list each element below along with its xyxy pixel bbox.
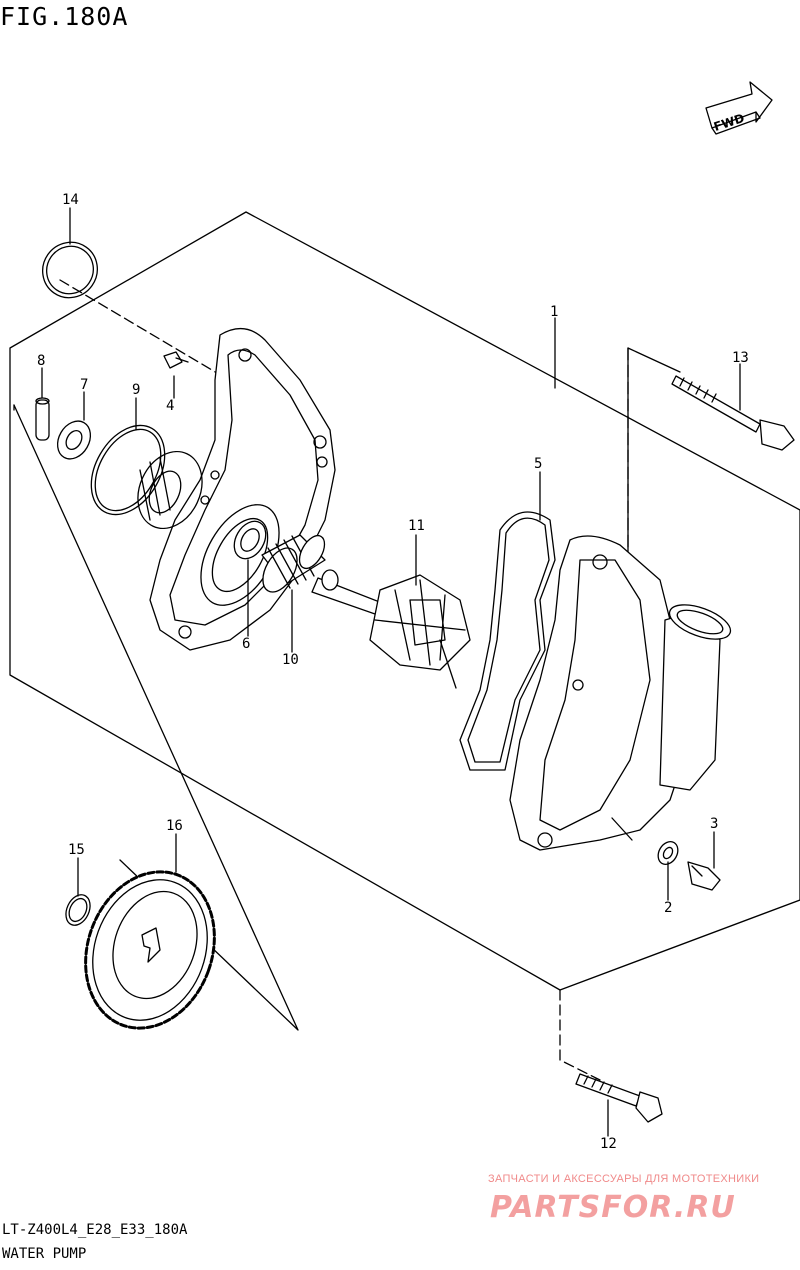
- diagram-caption: WATER PUMP: [2, 1246, 87, 1262]
- callout-4: 4: [166, 398, 174, 414]
- callout-14: 14: [62, 192, 79, 208]
- callout-7: 7: [80, 377, 88, 393]
- impeller-11: [369, 574, 471, 689]
- callout-16: 16: [166, 818, 183, 834]
- callout-15: 15: [68, 842, 85, 858]
- callout-8: 8: [37, 353, 45, 369]
- gasket-5: [459, 511, 556, 771]
- bolt-4: [163, 351, 189, 369]
- callout-11: 11: [408, 518, 425, 534]
- circlip-15: [65, 894, 91, 926]
- gear-16: [84, 870, 216, 1030]
- watermark-tagline: ЗАПЧАСТИ И АКСЕССУАРЫ ДЛЯ МОТОТЕХНИКИ: [488, 1173, 760, 1185]
- bolt-12: [575, 1073, 663, 1123]
- figure-title: FIG.180A: [0, 2, 129, 31]
- o-ring-14: [42, 241, 98, 299]
- callout-13: 13: [732, 350, 749, 366]
- seal-6: [233, 520, 267, 560]
- callout-6: 6: [242, 636, 250, 652]
- washer-7: [56, 420, 92, 460]
- dowel-pin-8: [35, 397, 50, 441]
- callout-9: 9: [132, 382, 140, 398]
- callout-10: 10: [282, 652, 299, 668]
- bolt-13: [671, 375, 795, 451]
- callout-1: 1: [550, 304, 558, 320]
- callout-12: 12: [600, 1136, 617, 1152]
- o-ring-9: [90, 424, 166, 516]
- watermark-logo: PARTSFOR.RU: [490, 1190, 736, 1225]
- fwd-arrow-badge: [705, 81, 773, 135]
- pump-case-1: [509, 535, 732, 851]
- model-code: LT-Z400L4_E28_E33_180A: [2, 1222, 188, 1238]
- mechanical-seal-10: [261, 534, 326, 593]
- callout-3: 3: [710, 816, 718, 832]
- washer-2: [657, 841, 679, 865]
- pump-housing-plate: [137, 328, 336, 651]
- callout-5: 5: [534, 456, 542, 472]
- callout-2: 2: [664, 900, 672, 916]
- drain-bolt-3: [687, 861, 721, 891]
- assembly-outline: [9, 211, 800, 991]
